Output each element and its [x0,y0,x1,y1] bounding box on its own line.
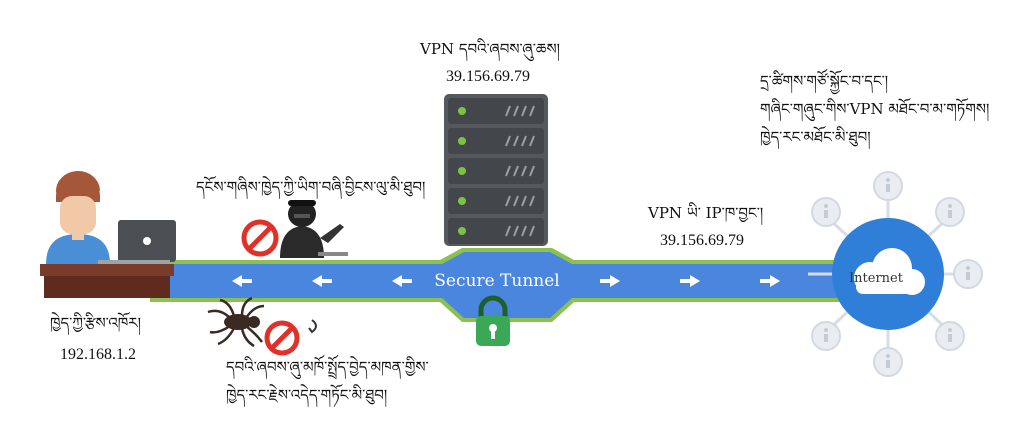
arrow-icon [312,275,332,287]
website-caption-line1: དྲ་ཚིགས་གཙོ་སྐྱོང་བ་དང་། [760,72,889,90]
internet-label: Internet [849,271,904,286]
user-label: ཁྱེད་ཀྱི་རྩིས་འཁོར། [50,314,141,332]
server-title: VPN དབའི་ཞབས་ཞུ་ཆས། [420,40,560,58]
cloud-icon [854,248,925,295]
arrow-icon [392,275,412,287]
user-ip: 192.168.1.2 [60,346,136,363]
arrow-icon [232,275,252,287]
forbidden-icon [241,219,279,257]
isp-caption-line2: ཁྱེད་རང་རྗེས་འདེད་གཏོང་མི་ཐུབ། [226,386,388,404]
server-icon [444,94,548,246]
hacker-caption: དངོས་གཞིས་ཁྱེད་ཀྱི་ཡིག་བཞི་བྱིངས་ལུ་མི་ཐ… [196,178,426,196]
arrow-icon [760,275,780,287]
website-caption-line3: ཁྱེད་རང་མཐོང་མི་ཐུབ། [760,128,871,146]
user-icon [46,170,110,264]
internet-hub [808,171,983,377]
vpn-ip-label: VPN ཡི་ IP་ཁ་བྱང་། [648,204,764,222]
arrows-left [232,275,412,287]
isp-caption-line1: དབའི་ཞབས་ཞུ་མཁོ་སྤྲོད་བྱེད་མཁན་གྱིས་ [226,358,429,376]
server-ip: 39.156.69.79 [446,68,530,85]
lock-icon [476,295,510,346]
hacker-icon [280,200,348,258]
desk [40,264,174,298]
forbidden-icon [264,320,300,356]
vpn-ip-value: 39.156.69.79 [660,232,744,249]
spider-icon [207,296,317,348]
arrow-icon [600,275,620,287]
website-caption-line2: གཞིང་གཞུང་གིས་VPN མཐོང་བ་མ་གཏོགས། [760,100,990,118]
arrow-icon [680,275,700,287]
tunnel-label: Secure Tunnel [434,271,559,291]
laptop-icon [98,220,176,265]
arrows-right [600,275,780,287]
secure-tunnel [150,248,840,322]
